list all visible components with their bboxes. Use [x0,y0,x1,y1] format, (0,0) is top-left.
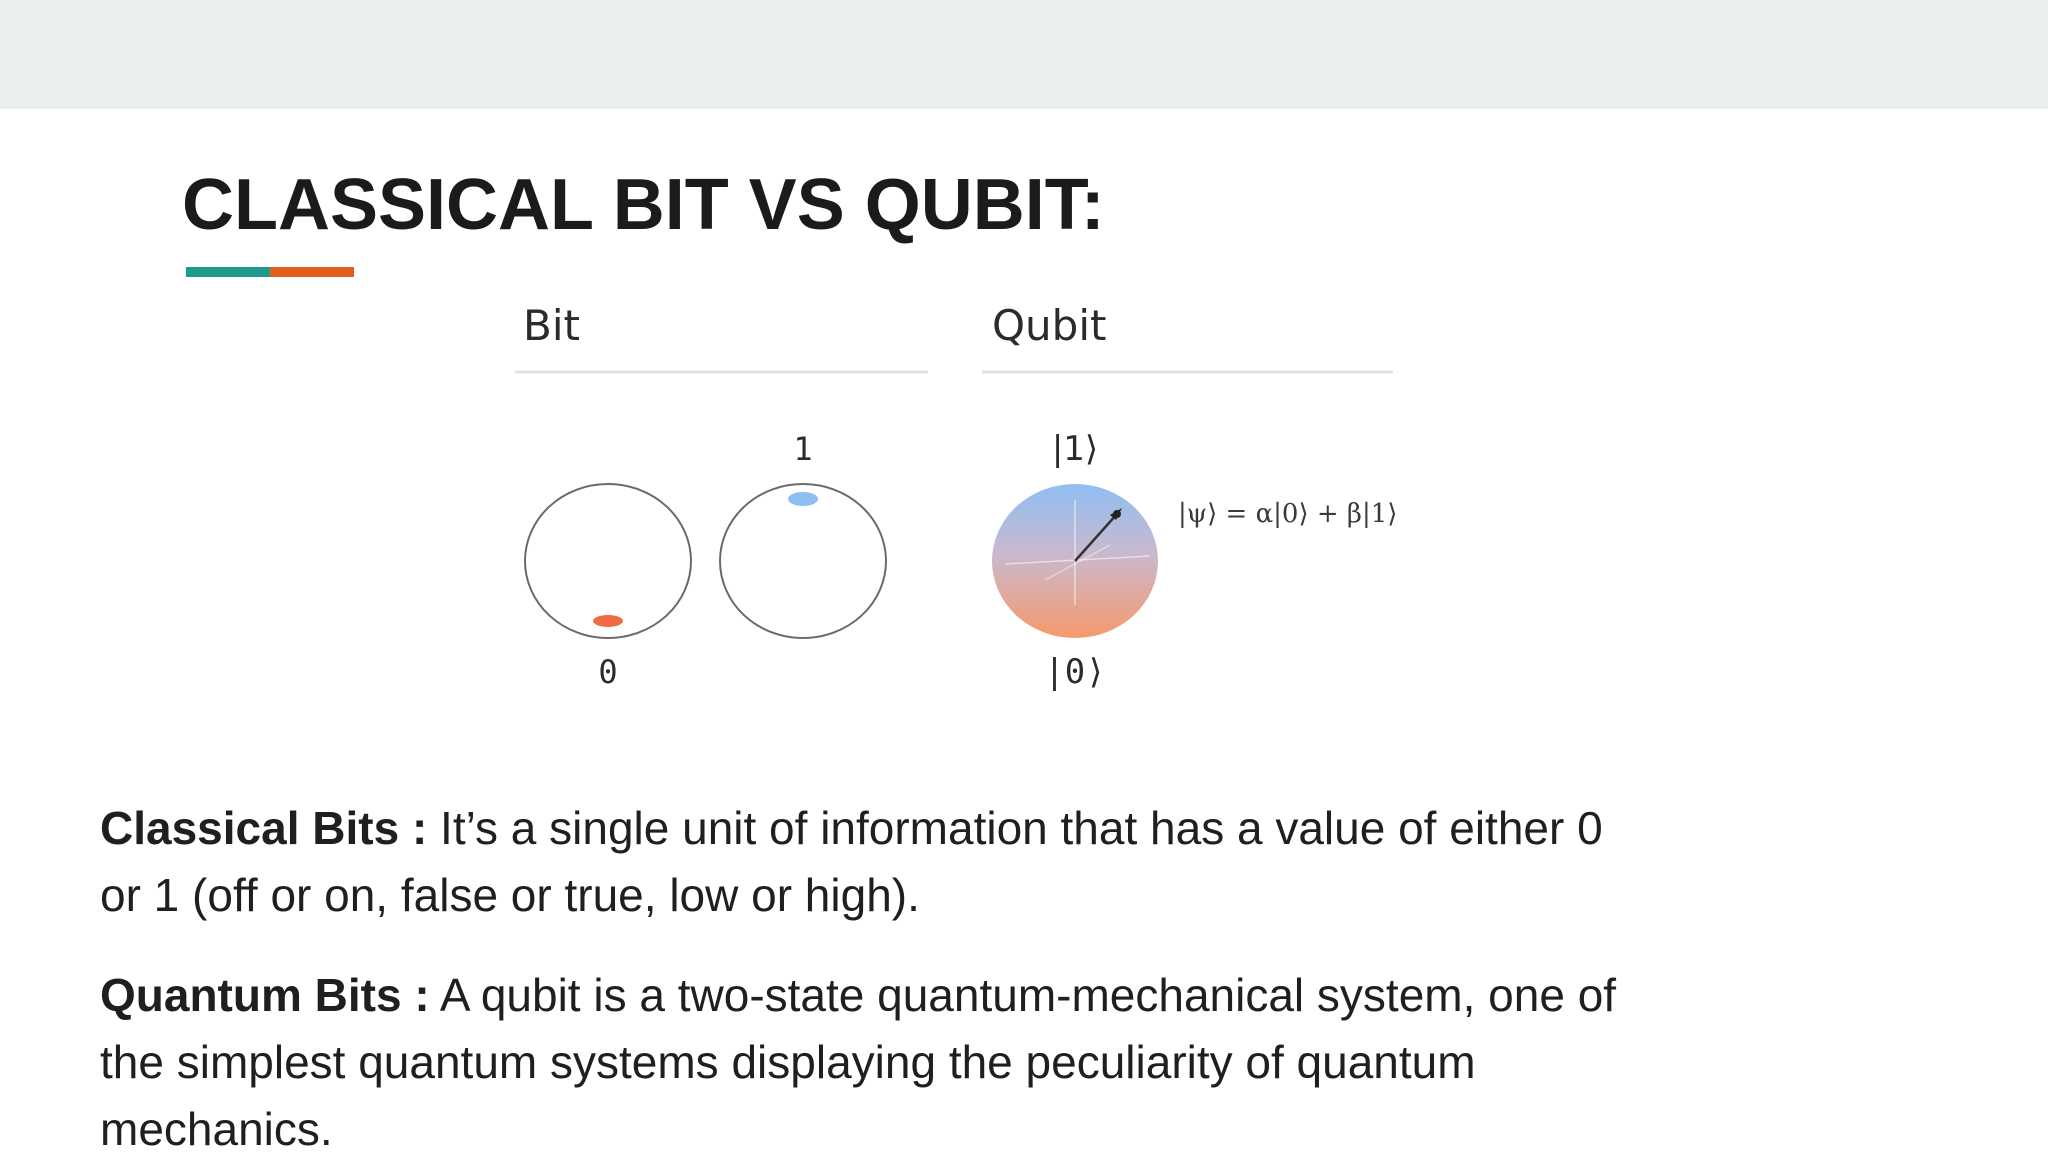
bit-one-circle [719,483,887,639]
title-accent-teal [186,267,270,277]
classical-bits-text: It’s a single unit of information that h… [100,802,1603,921]
ket-one-label: |1⟩ [1052,429,1098,469]
sphere-axis-diagonal [1044,544,1111,581]
classical-bits-paragraph: Classical Bits : It’s a single unit of i… [100,795,1640,929]
title-accent-orange [270,267,354,277]
bit-zero-circle [524,483,692,639]
ket-zero-label: |0⟩ [1044,652,1105,692]
quantum-bits-text: A qubit is a two-state quantum-mechanica… [100,969,1617,1155]
qubit-state-equation: |ψ⟩ = α|0⟩ + β|1⟩ [1178,499,1397,529]
bit-one-label: 1 [793,430,812,468]
classical-bits-label: Classical Bits : [100,802,428,854]
bit-heading: Bit [523,301,580,350]
state-vector-tip [1113,510,1121,518]
bit-vs-qubit-diagram: Bit Qubit 0 1 |1⟩ |0⟩ |ψ⟩ = α|0⟩ + β|1⟩ [500,270,1440,764]
bit-zero-dot [593,615,623,627]
quantum-bits-paragraph: Quantum Bits : A qubit is a two-state qu… [100,962,1640,1163]
slide-title: CLASSICAL BIT VS QUBIT: [182,165,1105,245]
bit-one-dot [788,492,818,506]
bit-zero-label: 0 [598,653,617,691]
qubit-heading: Qubit [992,301,1106,350]
header-band [0,0,2048,109]
state-vector-arrow [1074,513,1118,562]
quantum-bits-label: Quantum Bits : [100,969,430,1021]
